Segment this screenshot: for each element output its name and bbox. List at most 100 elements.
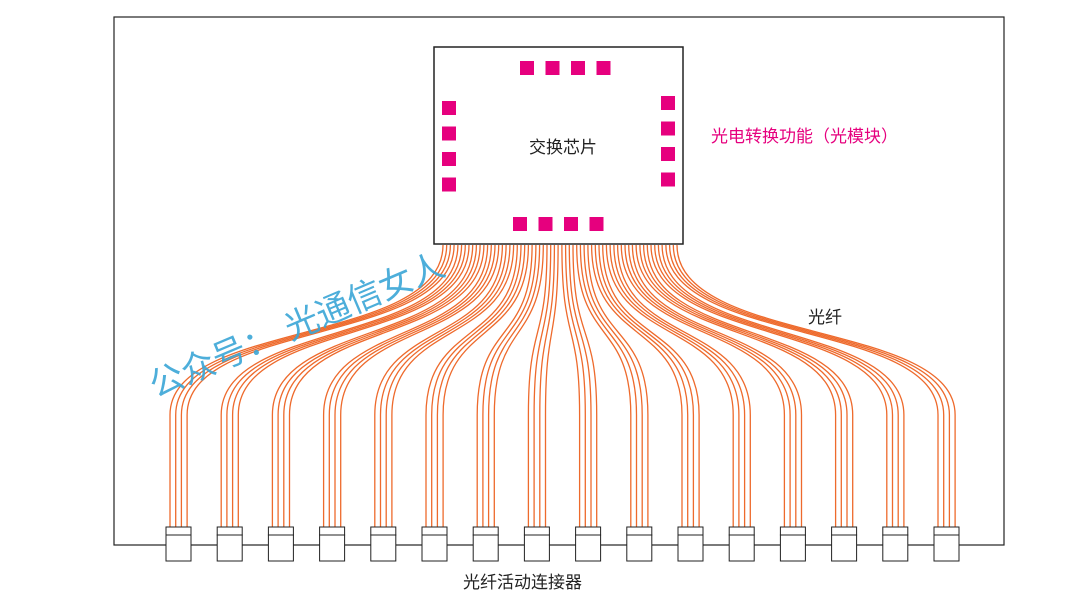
fiber-strand [561, 244, 581, 527]
connector-cap [831, 526, 858, 536]
fiber-strand [186, 244, 455, 527]
connector-body [575, 534, 602, 562]
fiber-strand [334, 244, 496, 527]
fiber-strand [391, 244, 515, 527]
left-pad [442, 152, 456, 166]
fiber-strand [425, 244, 518, 527]
connector-body [370, 534, 397, 562]
fiber-strand [579, 244, 638, 527]
fiber-strand [180, 244, 452, 527]
fiber-strand [609, 244, 740, 527]
bottom-pad [589, 217, 604, 231]
fiber-strand [220, 244, 459, 527]
fiber-strand [226, 244, 463, 527]
top-pad [596, 61, 611, 75]
fiber-strand [476, 244, 533, 527]
connector-cap [882, 526, 909, 536]
bottom-pad [538, 217, 553, 231]
connector-body [319, 534, 346, 562]
connector-body [216, 534, 243, 562]
connector-body [626, 534, 653, 562]
fiber-strand [657, 244, 899, 527]
fiber-strand [602, 244, 700, 527]
top-pad [571, 61, 585, 75]
connector-cap [575, 526, 602, 536]
fiber-strand [487, 244, 541, 527]
fiber-strand [572, 244, 598, 527]
fiber-strand [527, 244, 548, 527]
connector-cap [319, 526, 346, 536]
connector-cap [165, 526, 192, 536]
right-pad [661, 147, 675, 161]
left-pad [442, 101, 456, 115]
connector-body [728, 534, 755, 562]
fiber-strand [605, 244, 734, 527]
connector-body [779, 534, 806, 562]
right-pad [661, 172, 675, 187]
optical-module-label: 光电转换功能（光模块） [711, 127, 898, 147]
fiber-strand [594, 244, 689, 527]
fiber-label: 光纤 [808, 308, 842, 328]
fiber-strand [628, 244, 797, 527]
fiber-connector-label: 光纤活动连接器 [463, 573, 582, 593]
connector-body [677, 534, 704, 562]
fiber-strand [676, 244, 956, 527]
fiber-strand [639, 244, 842, 527]
connector-cap [728, 526, 755, 536]
left-pad [442, 126, 456, 141]
fiber-strand [539, 244, 556, 527]
top-pad [545, 61, 560, 75]
connector-cap [626, 526, 653, 536]
fiber-strand [665, 244, 939, 527]
top-pad [520, 61, 534, 75]
fiber-strand [590, 244, 683, 527]
fiber-strand [576, 244, 632, 527]
fiber-strand [646, 244, 854, 527]
fiber-strand [436, 244, 526, 527]
connector-body [523, 534, 550, 562]
connector-cap [472, 526, 499, 536]
fiber-strand [616, 244, 751, 527]
connector-body [882, 534, 909, 562]
connector-body [933, 534, 960, 562]
fiber-strand [442, 244, 530, 527]
fiber-strand [169, 244, 444, 527]
connector-cap [216, 526, 243, 536]
fiber-strand [631, 244, 803, 527]
right-pad [661, 121, 675, 136]
fiber-strand [231, 244, 466, 527]
connector-cap [267, 526, 294, 536]
fiber-strand [568, 244, 592, 527]
switch-chip-label: 交换芯片 [529, 138, 597, 158]
fiber-strand [624, 244, 791, 527]
fiber-strand [288, 244, 485, 527]
fiber-strand [328, 244, 492, 527]
fiber-strand [635, 244, 837, 527]
fiber-strand [642, 244, 848, 527]
connector-cap [370, 526, 397, 536]
fiber-strand [661, 244, 905, 527]
fiber-strand [237, 244, 470, 527]
fiber-strand [544, 244, 559, 527]
fiber-bundle [169, 244, 956, 527]
fiber-connectors [165, 526, 960, 562]
fiber-strand [583, 244, 643, 527]
connector-cap [933, 526, 960, 536]
fiber-strand [668, 244, 945, 527]
fiber-strand [564, 244, 586, 527]
fiber-strand [175, 244, 448, 527]
fiber-strand [374, 244, 504, 527]
fiber-strand [493, 244, 544, 527]
connector-cap [779, 526, 806, 536]
switch-chip-box [433, 46, 684, 245]
fiber-strand [672, 244, 951, 527]
fiber-strand [650, 244, 888, 527]
fiber-strand [533, 244, 552, 527]
fiber-strand [277, 244, 478, 527]
fiber-strand [613, 244, 746, 527]
fiber-strand [587, 244, 649, 527]
connector-body [421, 534, 448, 562]
connector-cap [677, 526, 704, 536]
right-pad [661, 96, 675, 110]
